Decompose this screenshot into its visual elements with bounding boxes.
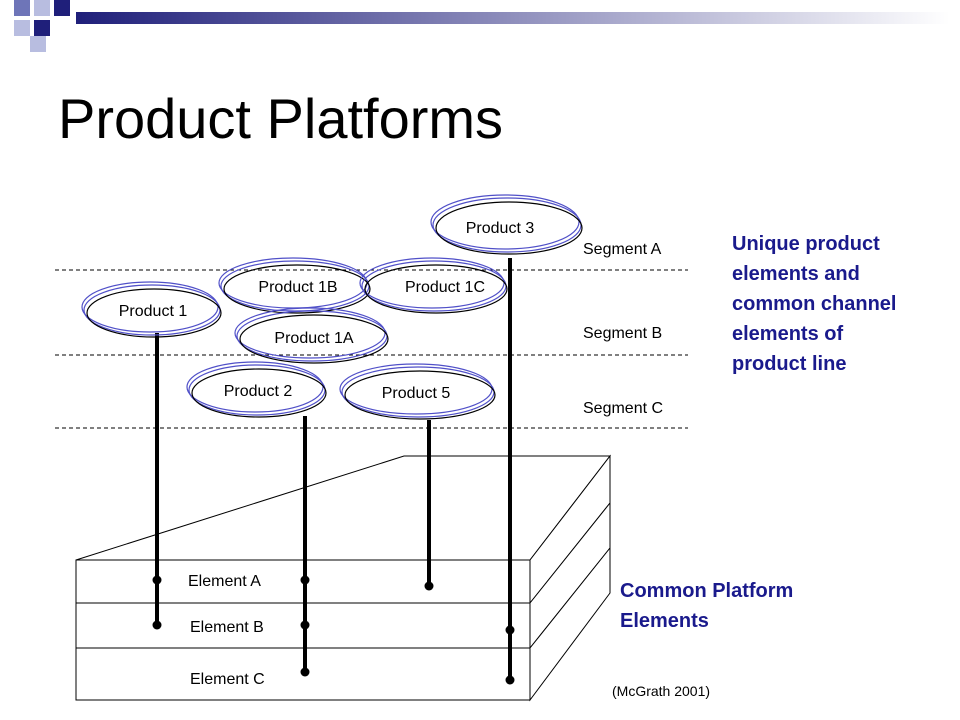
element-label-a: Element A xyxy=(188,573,261,590)
ellipse-product-1c xyxy=(359,257,508,314)
citation: (McGrath 2001) xyxy=(612,683,711,699)
segment-label-a: Segment A xyxy=(583,241,662,258)
dot xyxy=(300,667,310,677)
ellipse-product-2 xyxy=(186,361,327,418)
header-bar xyxy=(76,12,950,24)
note-line: Common Platform xyxy=(620,580,794,602)
ellipse-product-5 xyxy=(339,363,496,420)
dot xyxy=(505,625,515,635)
common-elements-note: Common Platform Elements xyxy=(620,576,793,636)
segment-labels: Segment A Segment B Segment C xyxy=(583,241,663,417)
dot xyxy=(300,620,310,630)
dot xyxy=(300,575,310,585)
note-line: product line xyxy=(732,353,847,375)
unique-elements-note: Unique product elements and common chann… xyxy=(732,229,896,379)
element-label-b: Element B xyxy=(190,619,264,636)
note-line: Elements xyxy=(620,610,709,632)
product-labels: Product 3 Product 1B Product 1C Product … xyxy=(119,220,535,402)
product-label-3: Product 3 xyxy=(466,220,535,237)
ellipse-product-3 xyxy=(430,194,583,255)
connector-dots xyxy=(152,575,515,685)
page-title: Product Platforms xyxy=(58,87,504,150)
note-line: elements of xyxy=(732,323,844,345)
segment-label-b: Segment B xyxy=(583,325,662,342)
product-label-1b: Product 1B xyxy=(258,279,337,296)
ellipse-product-1 xyxy=(81,281,222,338)
ellipse-product-1a xyxy=(234,307,389,364)
product-ellipses xyxy=(81,194,583,420)
product-label-1: Product 1 xyxy=(119,303,188,320)
note-line: Unique product xyxy=(732,233,880,255)
product-label-2: Product 2 xyxy=(224,383,293,400)
product-label-1c: Product 1C xyxy=(405,279,485,296)
element-labels: Element A Element B Element C xyxy=(188,573,265,688)
dot xyxy=(152,620,162,630)
product-label-1a: Product 1A xyxy=(274,330,353,347)
note-line: elements and xyxy=(732,263,860,285)
dot xyxy=(152,575,162,585)
segment-label-c: Segment C xyxy=(583,400,663,417)
product-label-5: Product 5 xyxy=(382,385,451,402)
header-decoration xyxy=(14,0,950,52)
element-label-c: Element C xyxy=(190,671,265,688)
note-line: common channel xyxy=(732,293,897,315)
dot xyxy=(424,581,434,591)
dot xyxy=(505,675,515,685)
